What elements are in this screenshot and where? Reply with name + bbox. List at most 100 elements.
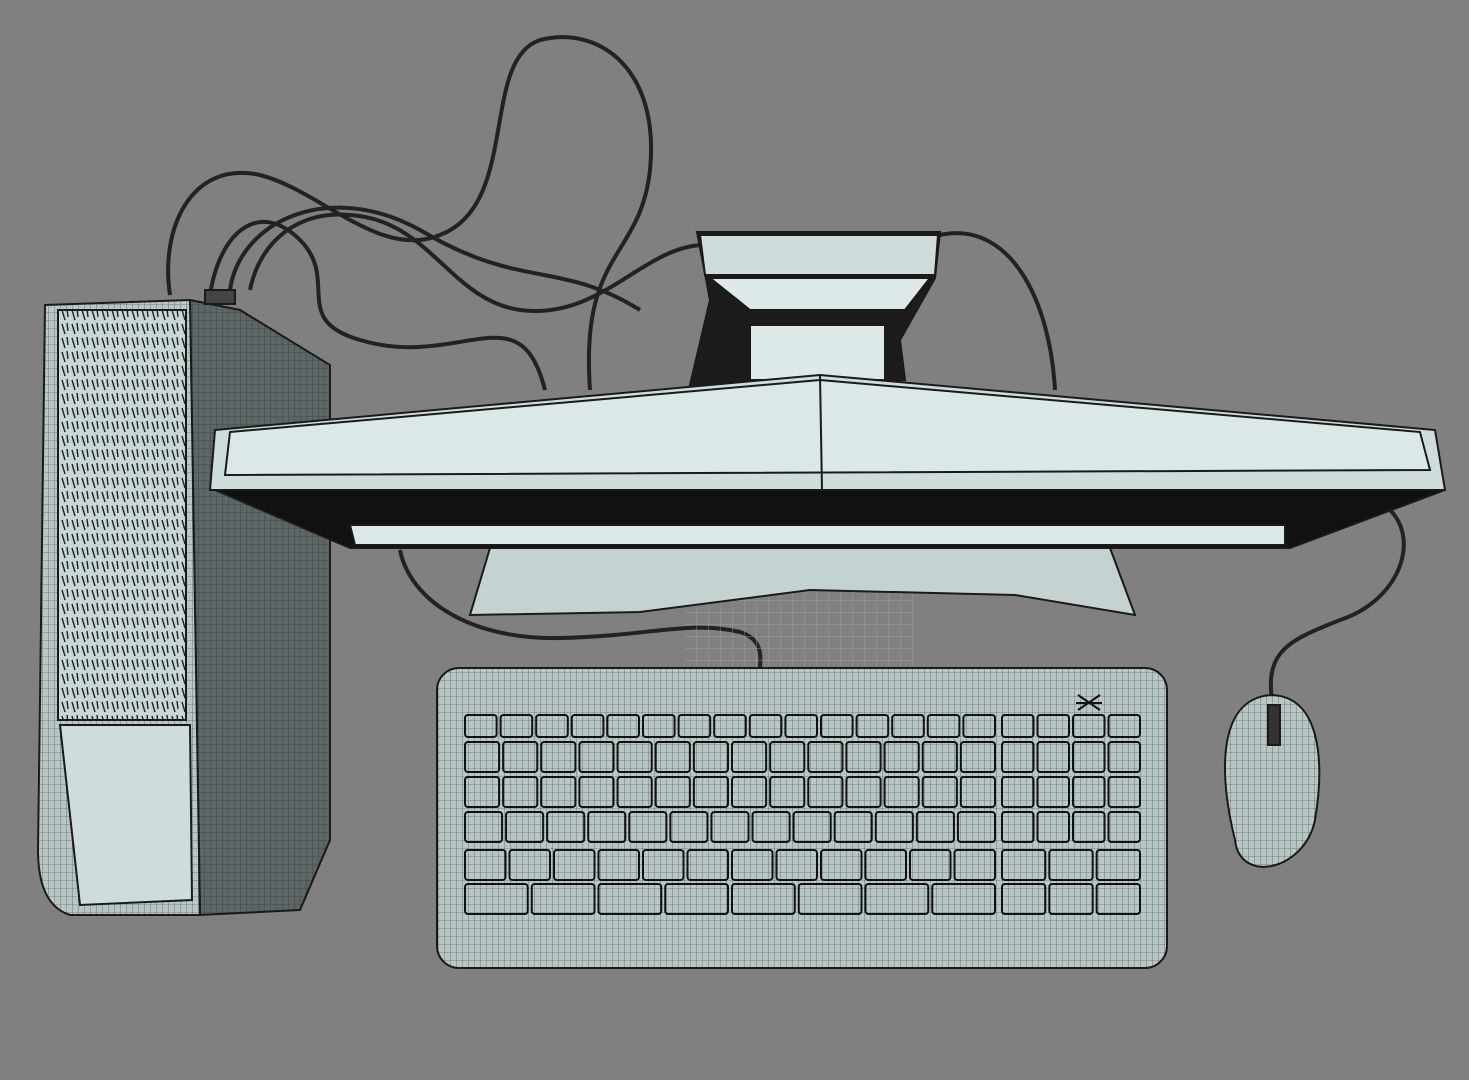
- key: [962, 714, 997, 738]
- keyboard-logo-icon: [1076, 694, 1102, 711]
- key: [616, 776, 653, 808]
- key: [953, 849, 996, 881]
- monitor-base: [468, 547, 1137, 617]
- key: [833, 811, 873, 843]
- key: [464, 883, 529, 915]
- key: [926, 714, 961, 738]
- key: [1107, 776, 1141, 808]
- key: [587, 811, 627, 843]
- key: [669, 811, 709, 843]
- key: [464, 741, 501, 773]
- key: [692, 776, 729, 808]
- key: [775, 849, 818, 881]
- key: [864, 883, 930, 915]
- key: [1072, 741, 1106, 773]
- key: [915, 811, 955, 843]
- key: [642, 849, 685, 881]
- key: [606, 714, 641, 738]
- key: [710, 811, 750, 843]
- key: [874, 811, 914, 843]
- key: [677, 714, 712, 738]
- key: [464, 776, 501, 808]
- key: [1095, 849, 1141, 881]
- key: [891, 714, 925, 738]
- key: [1095, 883, 1141, 915]
- floor-grid: [685, 590, 915, 668]
- key: [1107, 741, 1141, 773]
- key: [540, 741, 577, 773]
- key: [505, 811, 545, 843]
- key: [1001, 741, 1035, 773]
- key: [921, 776, 958, 808]
- key: [654, 741, 691, 773]
- key: [1001, 883, 1047, 915]
- key: [508, 849, 551, 881]
- key: [1107, 714, 1141, 738]
- key: [1072, 811, 1106, 843]
- key: [628, 811, 668, 843]
- key: [1107, 811, 1141, 843]
- key: [959, 741, 996, 773]
- key: [864, 849, 907, 881]
- key: [578, 741, 615, 773]
- key: [502, 741, 539, 773]
- key: [1001, 811, 1035, 843]
- keyboard: [436, 667, 1168, 969]
- key: [1036, 811, 1070, 843]
- key: [616, 741, 653, 773]
- key: [499, 714, 534, 738]
- key: [686, 849, 729, 881]
- key: [530, 883, 596, 915]
- monitor: [208, 373, 1447, 549]
- key: [921, 741, 958, 773]
- key: [570, 714, 605, 738]
- key: [597, 883, 663, 915]
- key: [1072, 714, 1106, 738]
- key: [1036, 741, 1070, 773]
- key: [540, 776, 577, 808]
- key: [751, 811, 791, 843]
- key: [845, 776, 882, 808]
- monitor-stand: [688, 231, 942, 387]
- key: [553, 849, 596, 881]
- key: [1048, 883, 1094, 915]
- cables: [166, 35, 1406, 701]
- key: [820, 714, 854, 738]
- key: [956, 811, 997, 843]
- key: [807, 776, 844, 808]
- key: [731, 776, 768, 808]
- key: [931, 883, 996, 915]
- front-mesh-panel: [57, 309, 187, 721]
- key: [883, 741, 920, 773]
- key: [464, 714, 498, 738]
- key: [731, 883, 796, 915]
- key: [855, 714, 890, 738]
- key: [654, 776, 691, 808]
- key: [1001, 714, 1035, 738]
- key: [578, 776, 615, 808]
- key: [731, 741, 768, 773]
- key: [502, 776, 539, 808]
- key: [784, 714, 819, 738]
- key: [464, 811, 504, 843]
- key: [597, 849, 640, 881]
- key: [546, 811, 586, 843]
- key: [797, 883, 863, 915]
- key: [692, 741, 729, 773]
- key: [1001, 776, 1035, 808]
- key: [959, 776, 996, 808]
- key: [642, 714, 676, 738]
- key: [1036, 776, 1070, 808]
- key: [792, 811, 832, 843]
- key: [664, 883, 729, 915]
- mouse: [1224, 693, 1321, 868]
- key: [731, 849, 774, 881]
- key: [1072, 776, 1106, 808]
- key: [807, 741, 844, 773]
- key: [748, 714, 783, 738]
- pc-tower: [36, 289, 331, 917]
- key: [1036, 714, 1070, 738]
- key: [820, 849, 863, 881]
- key: [713, 714, 747, 738]
